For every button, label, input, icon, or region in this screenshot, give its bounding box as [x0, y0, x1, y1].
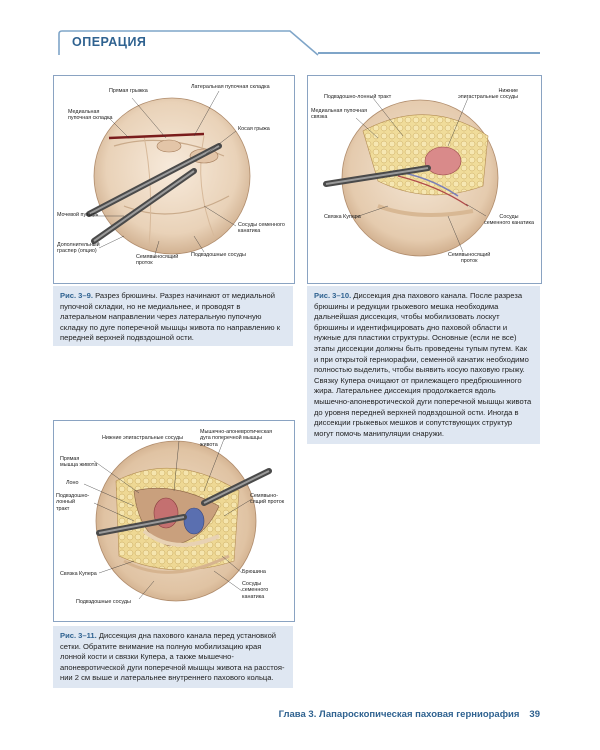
- caption-3-11: Рис. 3–11. Диссекция дна пахового канала…: [53, 626, 293, 688]
- section-title: ОПЕРАЦИЯ: [72, 35, 147, 49]
- section-rule: [318, 52, 540, 54]
- label-medial-umbilical-fold: Медиальная пупочная складка: [68, 109, 113, 122]
- label-vas-deferens: Семявыносящий проток: [136, 254, 179, 267]
- label-extra-grasper: Дополнительный граспер (опцио): [57, 242, 100, 255]
- label-inferior-epigastric: Нижние эпигастральные сосуды: [102, 435, 183, 441]
- label-vas-deferens: Семявыносящий проток: [448, 252, 491, 265]
- label-iliac-vessels: Подвздошные сосуды: [76, 599, 131, 605]
- figure-3-11-illustration: [83, 438, 272, 602]
- label-pubis: Лоно: [66, 480, 79, 486]
- caption-3-10: Рис. 3–10. Диссекция дна пахового канала…: [307, 286, 540, 444]
- section-header: ОПЕРАЦИЯ: [58, 30, 319, 56]
- label-lateral-umbilical-fold: Латеральная пупочная складка: [191, 84, 270, 90]
- label-myoaponeurotic-arch: Мышечно-апоневротическая дуга поперечной…: [200, 429, 273, 448]
- label-cord-vessels: Сосуды семенного канатика: [484, 214, 534, 227]
- caption-3-10-text: Диссекция дна пахового канала. После раз…: [314, 291, 532, 438]
- caption-3-9: Рис. 3–9. Разрез брюшины. Разрез начинаю…: [53, 286, 293, 346]
- figure-3-9-illustration: [86, 90, 251, 259]
- label-cord-vessels: Сосуды семенного канатика: [242, 581, 269, 600]
- figure-3-10: Подвздошно-лонный тракт Нижние эпигастра…: [307, 75, 542, 284]
- label-direct-hernia: Прямая грыжка: [109, 88, 148, 94]
- figure-3-10-illustration: [323, 97, 499, 257]
- caption-3-10-label: Рис. 3–10.: [314, 291, 352, 300]
- caption-3-9-label: Рис. 3–9.: [60, 291, 93, 300]
- label-iliopubic-tract: Подвздошно-лонный тракт: [324, 94, 392, 100]
- label-rectus-abdominis: Прямая мышца живота: [60, 456, 98, 469]
- page-number: 39: [529, 709, 540, 720]
- page-footer: Глава 3. Лапароскопическая паховая герни…: [279, 709, 540, 720]
- label-medial-umbilical-ligament: Медиальная пупочная связка: [311, 108, 368, 121]
- figure-3-11: Нижние эпигастральные сосуды Мышечно-апо…: [53, 420, 295, 622]
- section-tab-shape: [58, 30, 319, 56]
- label-peritoneum: Брюшина: [242, 569, 266, 575]
- label-iliopubic-tract: Подвздошно- лонный тракт: [56, 493, 90, 512]
- label-cooper-ligament: Связка Купера: [324, 214, 361, 220]
- label-cord-vessels: Сосуды семенного канатика: [238, 222, 285, 235]
- caption-3-11-label: Рис. 3–11.: [60, 631, 97, 640]
- caption-3-9-text: Разрез брюшины. Разрез начинают от медиа…: [60, 291, 281, 343]
- label-iliac-vessels: Подвздошные сосуды: [191, 252, 246, 258]
- label-cooper-ligament: Связка Купера: [60, 571, 97, 577]
- label-bladder: Мочевой пузырь: [57, 212, 99, 218]
- figure-3-9: Прямая грыжка Латеральная пупочная склад…: [53, 75, 295, 284]
- label-inferior-epigastric: Нижние эпигастральные сосуды: [458, 88, 518, 101]
- label-vas-deferens: Семявыно- сящий проток: [250, 493, 285, 506]
- caption-3-11-text: Диссекция дна пахового канала перед уста…: [60, 631, 285, 683]
- label-indirect-hernia: Косая грыжа: [238, 126, 270, 132]
- chapter-title: Глава 3. Лапароскопическая паховая герни…: [278, 709, 520, 720]
